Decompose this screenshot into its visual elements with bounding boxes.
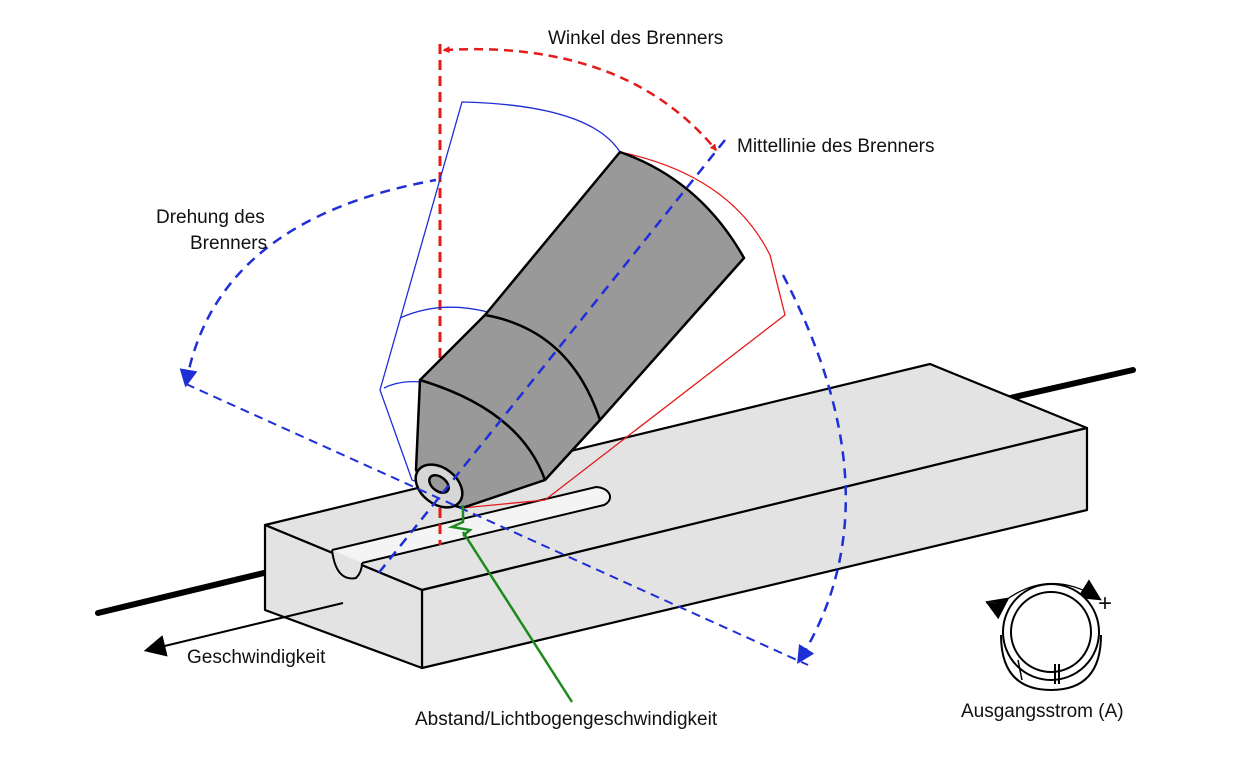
torch-ghost-left-ring1	[399, 306, 489, 319]
block-end-face	[263, 523, 424, 670]
speed-label: Geschwindigkeit	[187, 647, 326, 668]
torch-centerline-label: Mittellinie des Brenners	[737, 136, 935, 157]
knob-tick-left	[1017, 659, 1023, 681]
torch-centerline-line	[376, 139, 726, 576]
torch-angle-arrow	[442, 46, 717, 152]
torch-rotation-baseline	[185, 383, 809, 666]
torch-angle-label: Winkel des Brenners	[548, 28, 724, 49]
speed-arrow	[143, 602, 344, 657]
torch-rotation-label-line1: Drehung des	[156, 207, 265, 228]
torch-ghost-right	[461, 151, 786, 509]
torch-cup-ring	[484, 313, 602, 421]
output-current-knob-icon	[985, 579, 1102, 692]
torch-nozzle-hole	[428, 474, 450, 494]
knob-minus-sign: −	[985, 590, 998, 615]
workpiece-block	[263, 362, 1089, 670]
knob-inner-ring	[1010, 591, 1092, 673]
groove-end-notch	[331, 549, 363, 580]
torch-rotation-arrow	[179, 178, 437, 388]
torch-rotation-label-line2: Brenners	[190, 233, 268, 254]
distance-arc-speed-label: Abstand/Lichtbogengeschwindigkeit	[415, 709, 718, 730]
distance-leader-line	[461, 531, 574, 703]
knob-plus-sign: +	[1098, 590, 1113, 617]
distance-marker	[447, 505, 473, 537]
rod-right	[1007, 367, 1136, 401]
rod-left	[95, 569, 271, 616]
torch-ghost-left-ring2	[383, 380, 423, 389]
distance-indicator	[447, 505, 574, 703]
output-current-label: Ausgangsstrom (A)	[961, 701, 1124, 722]
